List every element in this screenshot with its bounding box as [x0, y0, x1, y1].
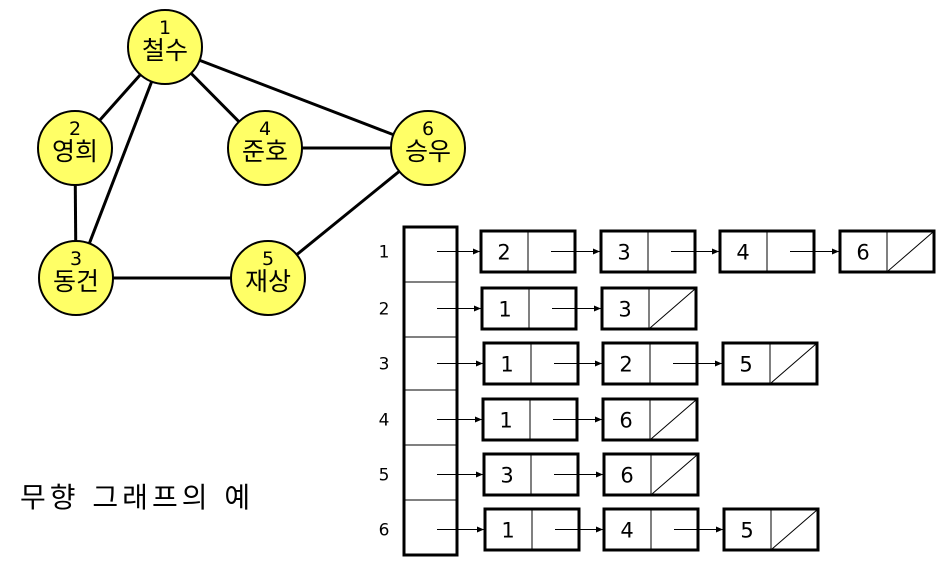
graph-node: 5재상 [230, 240, 306, 316]
list-node: 6 [602, 452, 700, 497]
node-value: 2 [619, 353, 632, 377]
null-link-slash [771, 509, 818, 550]
adjacency-list: 1 2 3 4 6 2 1 3 3 1 2 5 4 1 6 5 3 6 6 1 4 5 [379, 225, 936, 557]
node-number: 5 [262, 248, 274, 270]
node-number: 6 [422, 118, 434, 140]
node-name: 재상 [245, 267, 291, 296]
null-link-slash [651, 454, 698, 495]
graph-node: 1철수 [127, 9, 203, 85]
adjacency-row: 2 1 3 [379, 286, 698, 331]
null-link-slash [770, 343, 817, 384]
graph-node: 6승우 [390, 110, 466, 186]
list-node: 4 [718, 229, 839, 274]
graph-edge [74, 46, 167, 279]
graph-node: 2영희 [37, 110, 113, 186]
node-circle [37, 110, 113, 186]
caption: 무향 그래프의 예 [20, 481, 255, 514]
node-name: 준호 [242, 137, 288, 166]
list-node: 5 [721, 341, 819, 386]
adjacency-row: 5 3 6 [379, 452, 700, 497]
null-link-slash [649, 288, 696, 329]
node-number: 3 [70, 248, 82, 270]
list-node: 2 [601, 341, 722, 386]
node-number: 2 [69, 118, 81, 140]
adjacency-row: 4 1 6 [379, 397, 699, 442]
graph-node: 4준호 [227, 110, 303, 186]
node-value: 6 [620, 464, 633, 488]
row-index: 1 [379, 243, 390, 263]
node-name: 동건 [53, 267, 99, 296]
list-node: 3 [600, 286, 698, 331]
adjacency-row: 3 1 2 5 [379, 341, 819, 386]
node-circle [127, 9, 203, 85]
node-value: 5 [739, 353, 752, 377]
row-index: 3 [379, 355, 390, 375]
list-node: 2 [479, 229, 600, 274]
node-circle [227, 110, 303, 186]
list-node: 6 [838, 229, 936, 274]
row-index: 2 [379, 300, 390, 320]
list-node: 1 [480, 286, 601, 331]
graph-edge [164, 45, 429, 150]
graph-node: 3동건 [38, 240, 114, 316]
node-circle [390, 110, 466, 186]
list-node: 3 [599, 229, 719, 274]
node-value: 5 [740, 519, 753, 543]
node-circle [230, 240, 306, 316]
adjacency-row: 6 1 4 5 [379, 507, 820, 552]
row-index: 6 [379, 521, 390, 541]
node-value: 4 [736, 241, 749, 265]
list-node: 1 [483, 507, 603, 552]
node-value: 6 [619, 409, 632, 433]
node-value: 3 [617, 241, 630, 265]
node-value: 3 [618, 298, 631, 322]
node-value: 2 [497, 241, 510, 265]
list-node: 1 [482, 341, 602, 386]
node-value: 1 [499, 409, 512, 433]
pointer-array [402, 225, 459, 557]
node-value: 1 [501, 519, 514, 543]
adjacency-row: 1 2 3 4 6 [379, 229, 936, 274]
list-node: 3 [482, 452, 603, 497]
list-node: 1 [481, 397, 602, 442]
list-node: 6 [601, 397, 699, 442]
node-number: 4 [259, 118, 271, 140]
node-name: 영희 [52, 137, 98, 166]
node-circle [38, 240, 114, 316]
row-index: 5 [379, 466, 390, 486]
row-index: 4 [379, 411, 390, 431]
node-number: 1 [159, 17, 171, 39]
node-value: 1 [500, 353, 513, 377]
node-value: 4 [620, 519, 633, 543]
node-name: 철수 [142, 36, 188, 65]
list-node: 5 [722, 507, 820, 552]
node-value: 1 [498, 298, 511, 322]
list-node: 4 [602, 507, 723, 552]
node-value: 3 [500, 464, 513, 488]
node-value: 6 [856, 241, 869, 265]
node-name: 승우 [405, 137, 451, 166]
null-link-slash [650, 399, 697, 440]
null-link-slash [887, 231, 934, 272]
